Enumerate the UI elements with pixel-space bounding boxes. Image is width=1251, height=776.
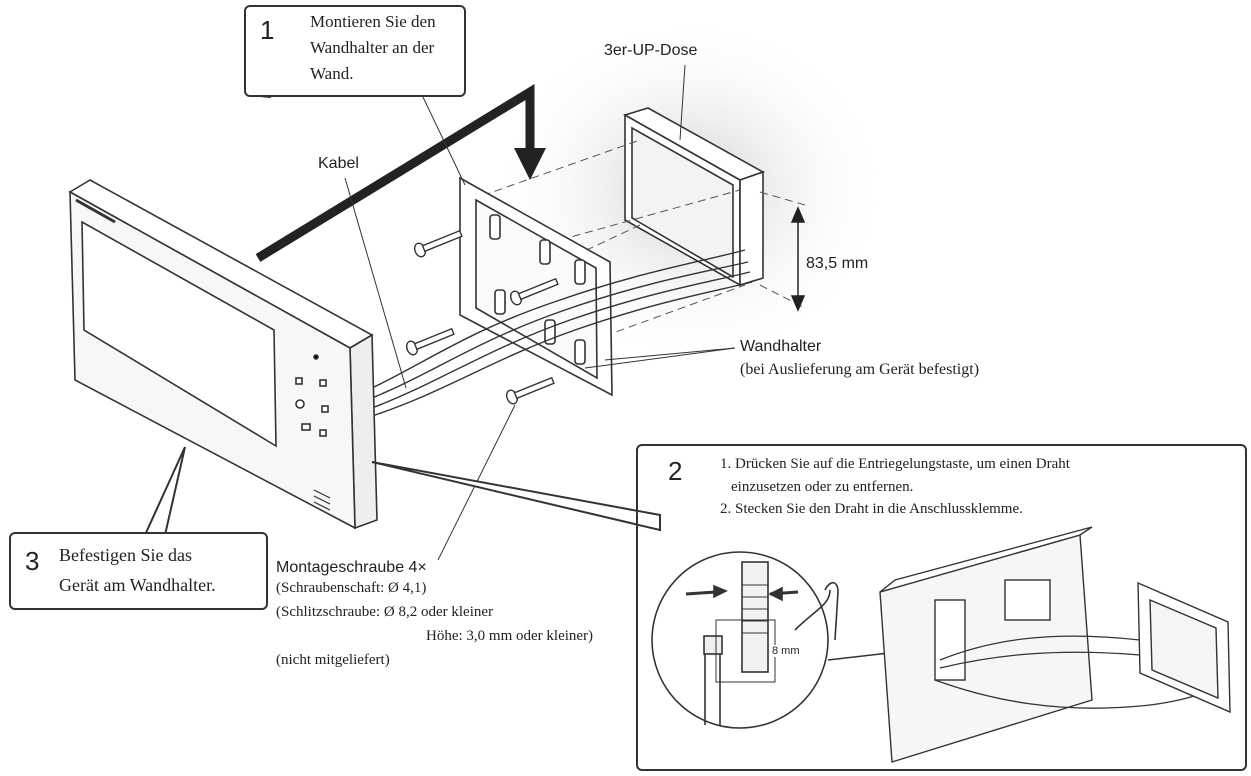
step3-line2: Gerät am Wandhalter. [59, 575, 216, 595]
not-included-note: (nicht mitgeliefert) [276, 652, 390, 668]
step3-number: 3 [25, 546, 40, 576]
screw-shaft: (Schraubenschaft: Ø 4,1) [276, 580, 427, 596]
step2-panel: 2 1. Drücken Sie auf die Entriegelungsta… [636, 444, 1247, 771]
monitor-unit [68, 179, 378, 530]
down-arrow-icon [255, 83, 546, 262]
step2-line2: einzusetzen oder zu entfernen. [731, 479, 914, 495]
step2-line1: 1. Drücken Sie auf die Entriegelungstast… [720, 456, 1070, 472]
bracket-note: (bei Auslieferung am Gerät befestigt) [740, 361, 980, 378]
height-label: 83,5 mm [806, 255, 869, 272]
callout-pointers [143, 7, 661, 536]
step3-callout: 3 Befestigen Sie das Gerät am Wandhalter… [9, 532, 268, 610]
unit-rear-view [879, 526, 1226, 763]
step3-line1: Befestigen Sie das [59, 545, 192, 565]
screw-head: (Schlitzschraube: Ø 8,2 oder kleiner [276, 604, 494, 620]
step1-line2: Wandhalter an der [310, 38, 435, 57]
small-bracket [1137, 581, 1231, 714]
terminal-detail-circle [651, 551, 916, 729]
step2-line3: 2. Stecken Sie den Draht in die Anschlus… [720, 501, 1023, 517]
step1-line3: Wand. [310, 64, 354, 83]
cables [371, 249, 753, 417]
leader-lines [344, 64, 736, 561]
screws [405, 229, 559, 405]
bracket-label: Wandhalter [740, 338, 822, 355]
step1-line1: Montieren Sie den [310, 12, 436, 31]
step1-number: 1 [260, 15, 275, 45]
step2-number: 2 [668, 456, 683, 486]
height-dimension-arrow [790, 206, 806, 312]
wire-strip-measure: 8 mm [770, 645, 802, 657]
screw-height: Höhe: 3,0 mm oder kleiner) [426, 628, 594, 644]
wall-box-label: 3er-UP-Dose [604, 42, 698, 59]
screw-title: Montageschraube 4× [276, 559, 427, 576]
cable-label: Kabel [318, 155, 359, 172]
step1-callout: 1 Montieren Sie den Wandhalter an der Wa… [244, 5, 466, 97]
